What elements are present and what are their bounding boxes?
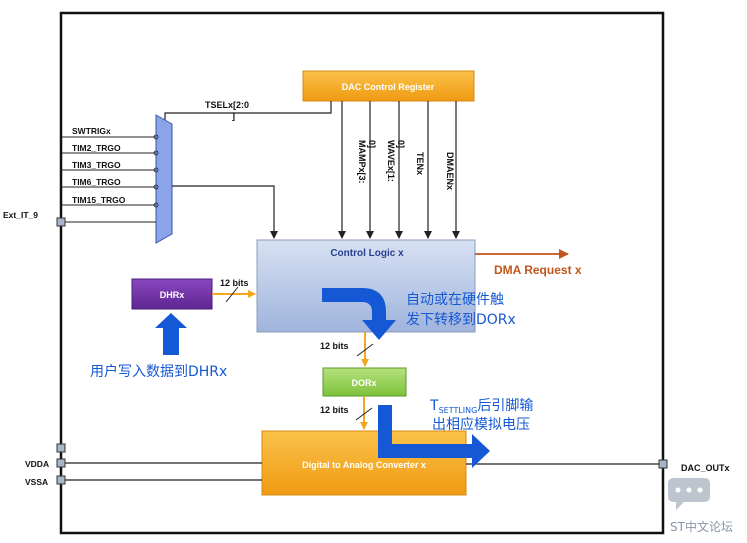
settling-rest: 后引脚输 <box>477 398 533 414</box>
dac-control-register-label: DAC Control Register <box>342 82 435 92</box>
settling-note-line2: 出相应模拟电压 <box>432 416 530 433</box>
dac-out-pin <box>658 459 668 469</box>
tsel-label: TSELx[2:0 <box>205 100 249 110</box>
vref-pin <box>56 443 66 453</box>
ten-label: TENx <box>415 152 425 175</box>
dhr-label: DHRx <box>160 290 185 300</box>
auto-transfer-arrow <box>322 288 396 340</box>
dac-converter-block <box>261 430 467 496</box>
mux-inputs: SWTRIGx TIM2_TRGO TIM3_TRGO TIM6_TRGO TI… <box>61 126 159 223</box>
mamp-label-wrap: 0] <box>367 140 377 148</box>
user-write-note: 用户写入数据到DHRx <box>90 363 227 380</box>
dor-bus-width: 12 bits <box>320 341 349 351</box>
mux-input-tim3: TIM3_TRGO <box>72 160 121 170</box>
settling-t: T <box>429 398 439 414</box>
tsel-label-wrap: ] <box>232 111 235 121</box>
vssa-pin <box>56 475 66 485</box>
dac-converter-label: Digital to Analog Converter x <box>302 460 426 470</box>
dma-request-label: DMA Request x <box>494 263 582 277</box>
auto-transfer-note-line2: 发下转移到DORx <box>406 312 516 328</box>
dac-out-label: DAC_OUTx <box>681 463 730 473</box>
dor-block <box>322 367 407 397</box>
control-logic-block <box>256 239 476 333</box>
mux-input-tim15: TIM15_TRGO <box>72 195 126 205</box>
trigger-mux <box>155 114 173 244</box>
mamp-label: MAMPx[3: <box>357 140 367 184</box>
bus-slash-3 <box>355 407 373 421</box>
watermark-logo <box>668 478 710 510</box>
auto-transfer-note-line1: 自动或在硬件触 <box>406 292 504 308</box>
dhr-bus-width: 12 bits <box>220 278 249 288</box>
wave-label-wrap: 0] <box>396 140 406 148</box>
dac-control-register-block <box>302 70 475 102</box>
vdda-label: VDDA <box>25 459 49 469</box>
ext-it-label: Ext_IT_9 <box>3 210 38 220</box>
dor-label: DORx <box>351 378 376 388</box>
dmaen-label: DMAENx <box>445 152 455 190</box>
settling-arrow <box>378 405 490 468</box>
dac-bus-width: 12 bits <box>320 405 349 415</box>
bus-slash-2 <box>356 343 374 357</box>
tsel-line <box>164 101 332 123</box>
mux-output-line <box>172 185 278 239</box>
settling-subscript: SETTLING <box>439 406 478 415</box>
mux-input-tim2: TIM2_TRGO <box>72 143 121 153</box>
vssa-label: VSSA <box>25 477 48 487</box>
mux-input-tim6: TIM6_TRGO <box>72 177 121 187</box>
user-write-arrow <box>155 313 187 355</box>
peripheral-boundary <box>59 11 665 535</box>
ext-it-pin <box>56 217 66 227</box>
settling-note-line1: TSETTLING后引脚输 <box>429 398 533 415</box>
vdda-pin <box>56 458 66 468</box>
bus-slash-1 <box>225 286 239 303</box>
dhr-block <box>131 278 213 310</box>
mux-input-swtrig: SWTRIGx <box>72 126 111 136</box>
control-logic-label: Control Logic x <box>330 248 404 259</box>
watermark-text: ST中文论坛 <box>670 519 733 534</box>
wave-label: WAVEx[1: <box>386 140 396 182</box>
